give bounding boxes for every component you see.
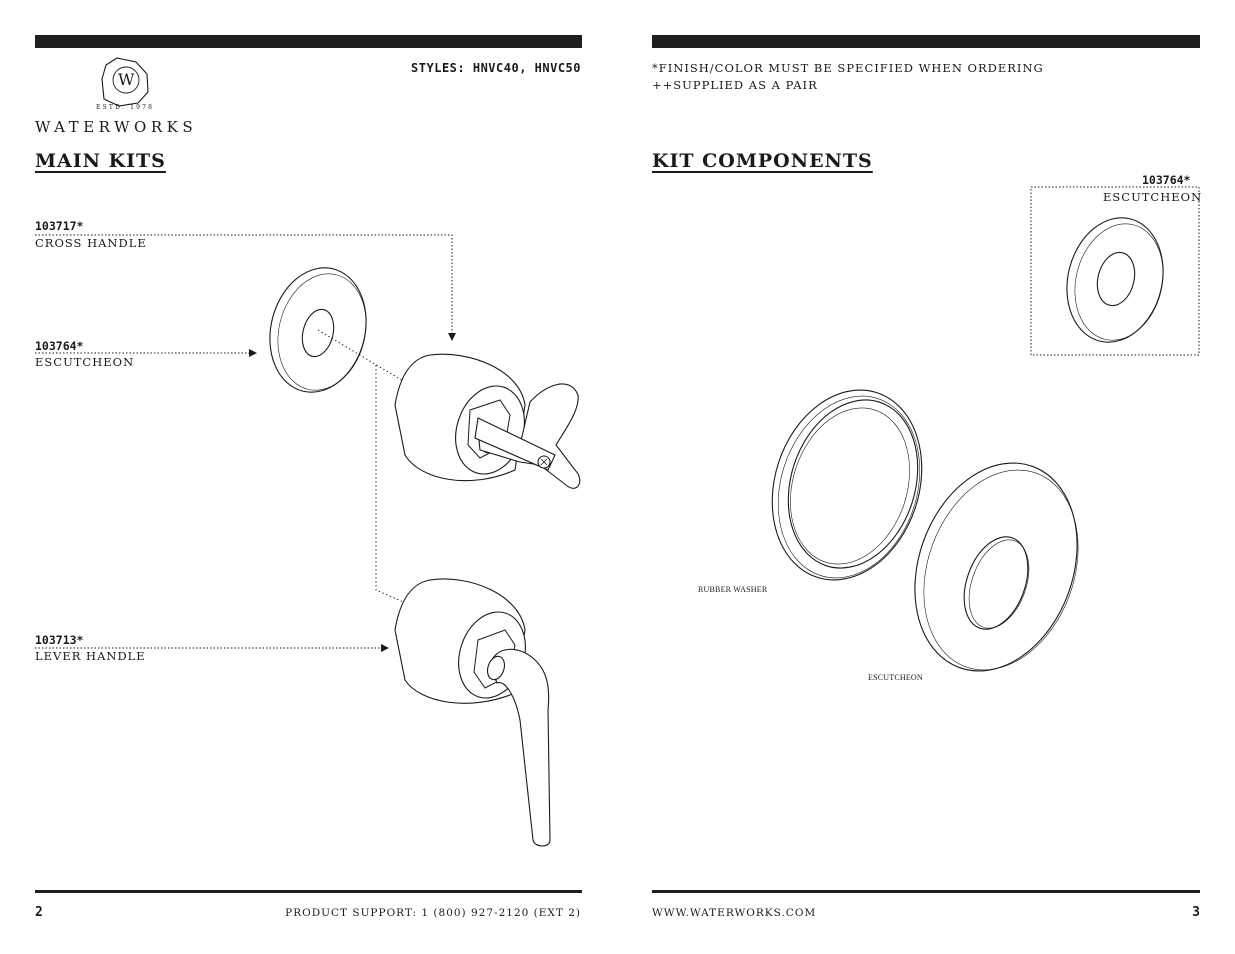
component-box-label: ESCUTCHEON: [1103, 190, 1203, 204]
page-number-right: 3: [1192, 905, 1200, 920]
logo-wordmark: WATERWORKS: [35, 118, 198, 136]
rubber-washer-label: RUBBER WASHER: [698, 585, 768, 594]
top-bar-left: [35, 35, 582, 48]
large-escutcheon-part: [914, 462, 1079, 672]
escutcheon-part-label: ESCUTCHEON: [868, 673, 923, 682]
product-support: PRODUCT SUPPORT: 1 (800) 927-2120 (EXT 2…: [285, 907, 581, 919]
logo-monogram: W: [118, 70, 135, 89]
leader-cross-handle: [35, 234, 456, 341]
component-escutcheon-part: [1066, 217, 1164, 343]
callout-code-escutcheon: 103764*: [35, 339, 84, 353]
escutcheon-part: [269, 267, 367, 393]
component-box-frame: [1030, 186, 1200, 356]
callout-label-lever-handle: LEVER HANDLE: [35, 649, 146, 663]
styles-header: STYLES: HNVC40, HNVC50: [411, 61, 581, 75]
component-box-code: 103764*: [1142, 173, 1191, 187]
lever-handle-part: [394, 578, 551, 847]
callout-code-lever-handle: 103713*: [35, 633, 84, 647]
rubber-washer-part: [771, 389, 923, 581]
callout-label-cross-handle: CROSS HANDLE: [35, 236, 147, 250]
callout-label-escutcheon: ESCUTCHEON: [35, 355, 135, 369]
cross-handle-part: [394, 353, 581, 489]
top-bar-right: [652, 35, 1200, 48]
logo-established: ESTD. 1978: [96, 104, 155, 111]
website-link[interactable]: WWW.WATERWORKS.COM: [652, 907, 817, 919]
finish-note: *FINISH/COLOR MUST BE SPECIFIED WHEN ORD…: [652, 61, 1044, 75]
kit-components-title: KIT COMPONENTS: [652, 150, 873, 172]
page-number-left: 2: [35, 905, 43, 920]
main-kits-title: MAIN KITS: [35, 150, 166, 172]
footer-rule-left: [35, 890, 582, 893]
footer-rule-right: [652, 890, 1200, 893]
pair-note: ++SUPPLIED AS A PAIR: [652, 78, 818, 92]
callout-code-cross-handle: 103717*: [35, 219, 84, 233]
